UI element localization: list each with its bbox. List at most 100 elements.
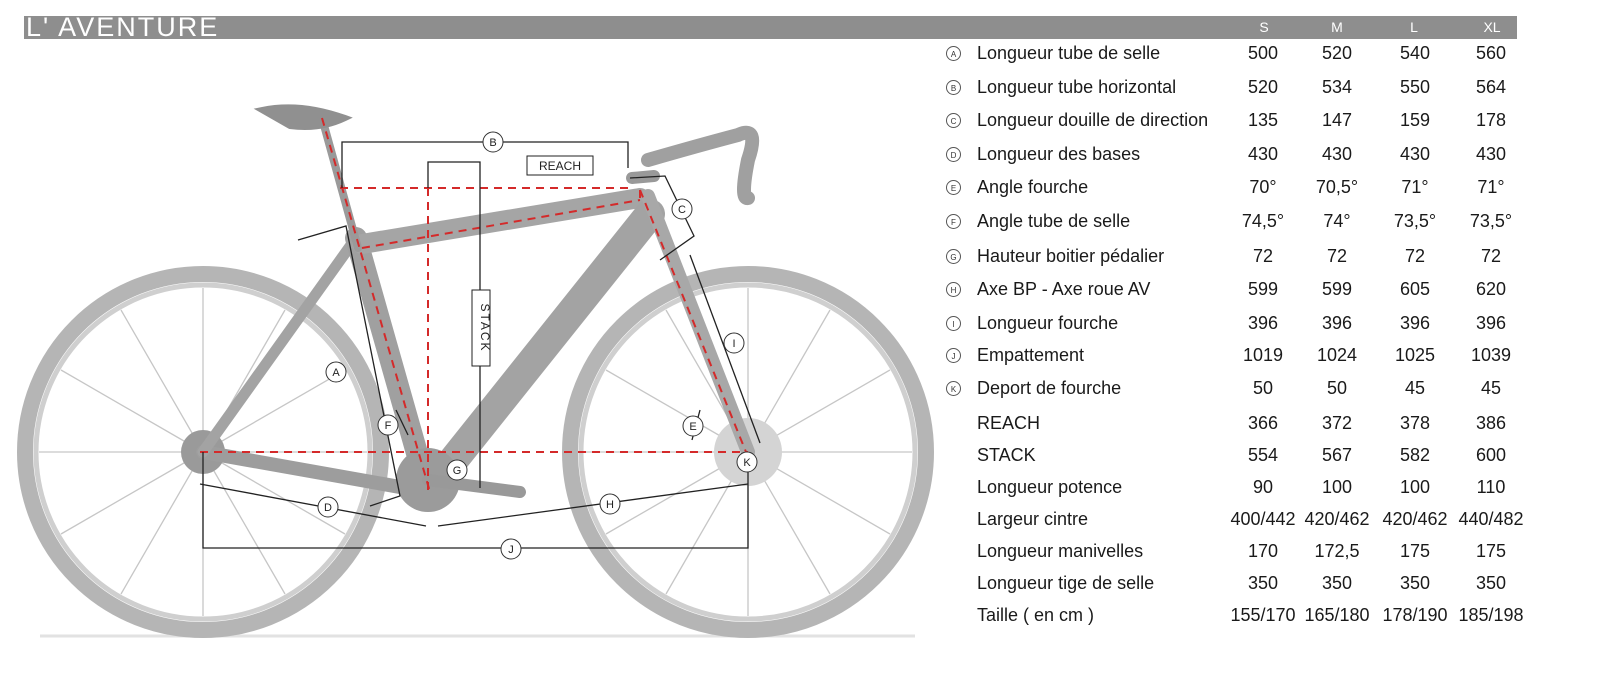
row-label: Hauteur boitier pédalier [977,246,1165,266]
value-cell-m: 396 [1321,313,1353,333]
marker-c: C [678,204,686,216]
geometry-row: C Longueur douille de direction 135 147 159 1… [946,107,1586,137]
value-cell-s: 554 [1247,445,1279,465]
marker-d: D [324,502,332,514]
row-letter-badge: G [946,249,961,264]
bike-geometry-diagram: REACH STACK B C I A F E K G D H J [17,104,934,638]
value-cell-m: 350 [1321,573,1353,593]
value-cell-m: 372 [1321,413,1353,433]
row-letter-badge: F [946,214,961,229]
row-letter-badge: E [946,180,961,195]
marker-f: F [385,420,392,432]
value-cell-l: 178/190 [1382,605,1448,625]
marker-h: H [606,499,614,511]
row-label: REACH [977,413,1041,433]
value-cell-m: 72 [1326,246,1348,266]
circled-letters: B C I A F E K G D H J [317,131,758,560]
row-letter-badge: C [946,113,961,128]
marker-e: E [689,421,696,433]
value-cell-s: 170 [1247,541,1279,561]
row-label: Largeur cintre [977,509,1089,529]
value-cell-xl: 600 [1475,445,1507,465]
value-cell-s: 396 [1247,313,1279,333]
value-cell-l: 582 [1399,445,1431,465]
value-cell-m: 50 [1326,378,1348,398]
marker-g: G [453,465,462,477]
value-cell-l: 378 [1399,413,1431,433]
value-cell-l: 1025 [1394,345,1436,365]
value-cell-s: 400/442 [1230,509,1296,529]
value-cell-xl: 175 [1475,541,1507,561]
value-cell-xl: 396 [1475,313,1507,333]
value-cell-s: 135 [1247,110,1279,130]
value-cell-m: 74° [1323,211,1351,231]
value-cell-s: 50 [1252,378,1274,398]
stack-label-box [471,289,491,367]
value-cell-l: 73,5° [1393,211,1437,231]
value-cell-xl: 560 [1475,43,1507,63]
value-cell-l: 605 [1399,279,1431,299]
row-label: STACK [977,445,1036,465]
value-cell-m: 430 [1321,144,1353,164]
value-cell-l: 100 [1399,477,1431,497]
value-cell-xl: 620 [1475,279,1507,299]
size-header-l: L [1410,19,1418,35]
row-label: Longueur manivelles [977,541,1144,561]
size-header-s: S [1259,19,1269,35]
geometry-row: STACK 554 567 582 600 [946,442,1586,472]
reach-label-box [526,155,594,176]
row-letter-badge: J [946,348,961,363]
dimension-reference-lines [200,117,748,493]
page-title: L' AVENTURE [26,12,220,42]
value-cell-s: 90 [1252,477,1274,497]
row-label: Longueur douille de direction [977,110,1209,130]
value-cell-m: 147 [1321,110,1353,130]
value-cell-s: 70° [1249,177,1277,197]
value-cell-xl: 178 [1475,110,1507,130]
marker-a: A [332,367,340,379]
value-cell-m: 1024 [1316,345,1358,365]
value-cell-l: 540 [1399,43,1431,63]
value-cell-m: 165/180 [1304,605,1370,625]
value-cell-l: 396 [1399,313,1431,333]
value-cell-s: 74,5° [1241,211,1285,231]
row-letter-badge: H [946,282,961,297]
row-label: Angle fourche [977,177,1089,197]
value-cell-xl: 386 [1475,413,1507,433]
value-cell-s: 430 [1247,144,1279,164]
value-cell-l: 159 [1399,110,1431,130]
value-cell-xl: 350 [1475,573,1507,593]
row-letter-badge: K [946,381,961,396]
marker-b: B [489,137,496,149]
row-label: Longueur des bases [977,144,1141,164]
row-letter-badge: B [946,80,961,95]
value-cell-s: 72 [1252,246,1274,266]
row-label: Empattement [977,345,1085,365]
value-cell-l: 550 [1399,77,1431,97]
value-cell-s: 1019 [1242,345,1284,365]
value-cell-m: 70,5° [1315,177,1359,197]
value-cell-s: 500 [1247,43,1279,63]
row-label: Axe BP - Axe roue AV [977,279,1151,299]
value-cell-xl: 71° [1477,177,1505,197]
row-label: Longueur tube horizontal [977,77,1177,97]
value-cell-m: 567 [1321,445,1353,465]
value-cell-m: 599 [1321,279,1353,299]
marker-j: J [508,544,514,556]
size-header-m: M [1331,19,1343,35]
row-label: Longueur potence [977,477,1123,497]
value-cell-xl: 564 [1475,77,1507,97]
value-cell-l: 72 [1404,246,1426,266]
reach-label: REACH [539,159,581,173]
value-cell-l: 420/462 [1382,509,1448,529]
value-cell-s: 155/170 [1230,605,1296,625]
value-cell-m: 100 [1321,477,1353,497]
